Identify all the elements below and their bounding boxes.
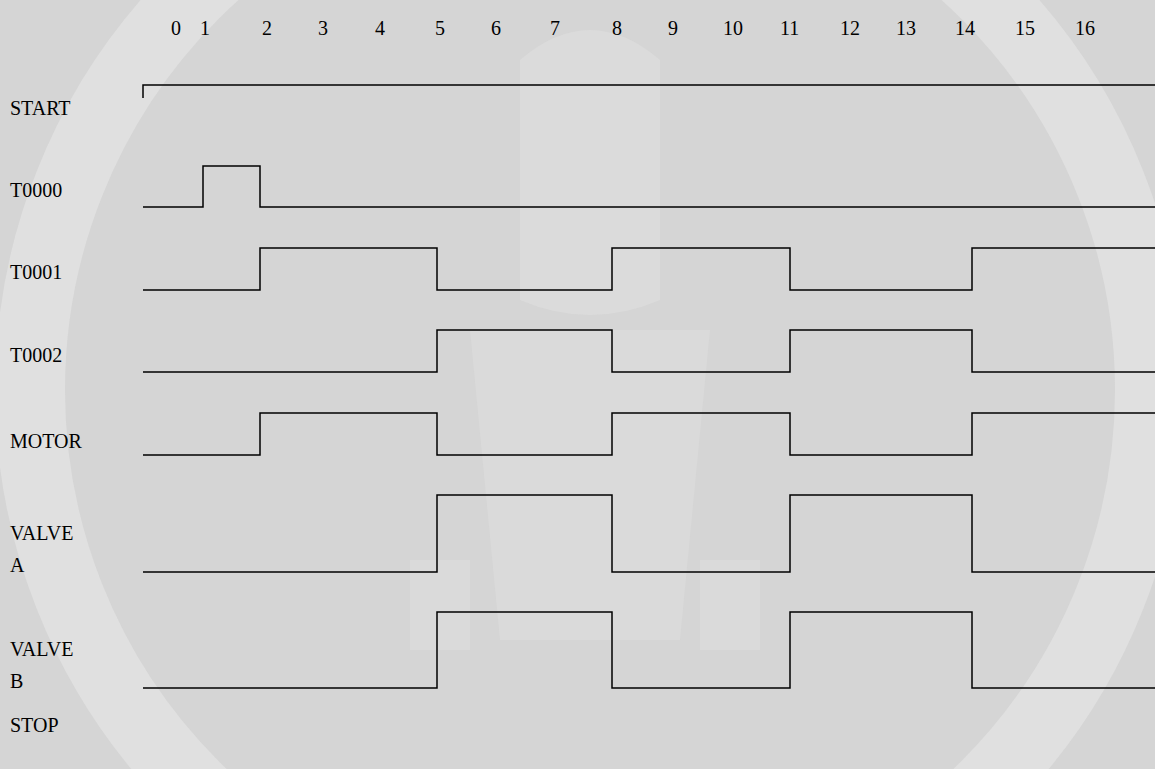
motor-wave xyxy=(143,413,1155,455)
signal-name: T0001 xyxy=(10,256,85,288)
t0001-wave xyxy=(143,248,1155,290)
signal-name: STOP xyxy=(10,709,85,741)
time-tick: 6 xyxy=(491,12,501,44)
time-tick: 0 xyxy=(171,12,181,44)
time-tick: 11 xyxy=(780,12,799,44)
time-tick: 2 xyxy=(262,12,272,44)
start-wave xyxy=(143,85,1155,98)
time-tick: 16 xyxy=(1075,12,1095,44)
time-tick: 14 xyxy=(955,12,975,44)
signal-name: T0002 xyxy=(10,339,85,371)
time-tick: 7 xyxy=(550,12,560,44)
signal-name: VALVE B xyxy=(10,633,85,697)
time-tick: 9 xyxy=(668,12,678,44)
valve-a-wave xyxy=(143,495,1155,572)
time-tick: 8 xyxy=(612,12,622,44)
time-tick: 5 xyxy=(435,12,445,44)
valve-b-wave xyxy=(143,612,1155,688)
time-tick: 1 xyxy=(200,12,210,44)
time-tick: 13 xyxy=(896,12,916,44)
signal-name: T0000 xyxy=(10,174,85,206)
time-tick: 12 xyxy=(840,12,860,44)
signal-name: MOTOR xyxy=(10,425,85,457)
time-tick: 10 xyxy=(723,12,743,44)
time-tick: 15 xyxy=(1015,12,1035,44)
t0000-wave xyxy=(143,166,1155,207)
t0002-wave xyxy=(143,330,1155,372)
signal-name: START xyxy=(10,92,85,124)
signal-name: VALVE A xyxy=(10,517,85,581)
time-tick: 3 xyxy=(318,12,328,44)
time-tick: 4 xyxy=(375,12,385,44)
